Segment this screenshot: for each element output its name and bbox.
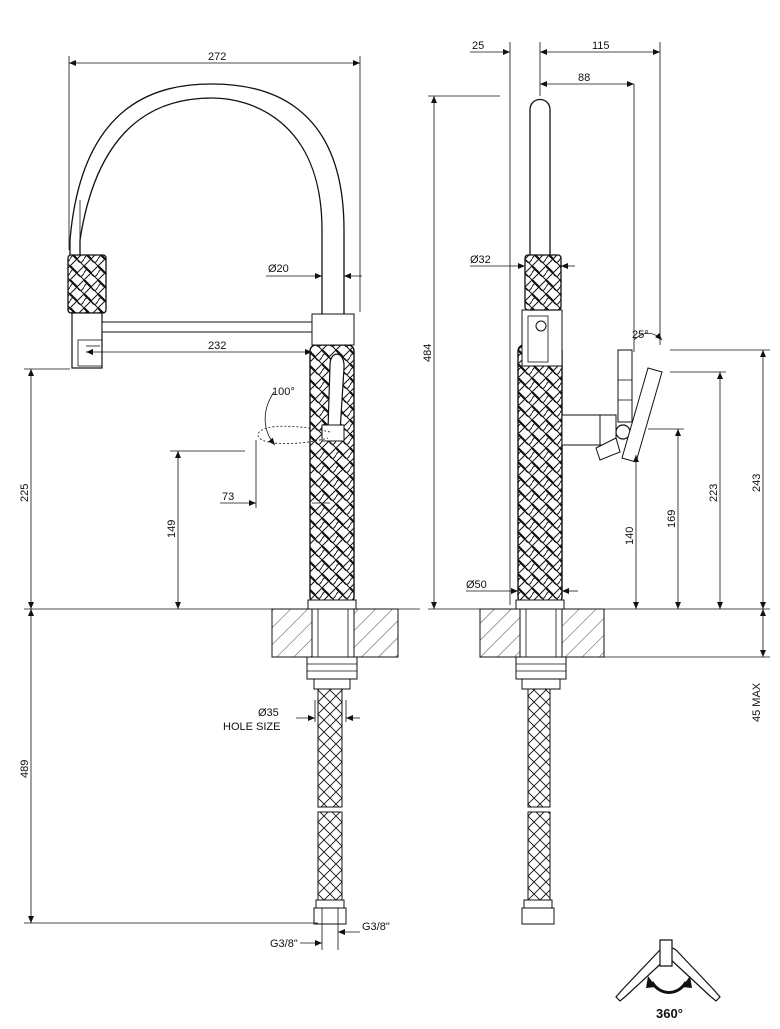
side-spout <box>529 98 551 255</box>
dim-hole-diameter: Ø35 <box>258 707 279 719</box>
dim-width: 272 <box>208 51 226 63</box>
rotation-label: 360° <box>656 1006 683 1021</box>
hole-size-label: HOLE SIZE <box>223 721 280 733</box>
front-view: 272 Ø20 232 100° 73 149 225 489 Ø35 <box>19 51 420 950</box>
front-top-collar <box>311 313 355 346</box>
dim-side-height: 484 <box>422 344 434 362</box>
front-base-nut <box>306 656 358 680</box>
front-hose <box>317 688 343 808</box>
dim-reach: 232 <box>208 340 226 352</box>
dim-h243: 243 <box>751 474 763 492</box>
rotation-spout-mark <box>659 939 673 967</box>
dim-hose-length: 489 <box>19 760 31 778</box>
front-spout-arc <box>79 97 323 314</box>
front-mixer-lever <box>327 353 345 433</box>
dim-h140: 140 <box>624 527 636 545</box>
side-sprayhead-grip <box>524 254 562 311</box>
front-sprayhead-grip <box>67 254 107 314</box>
side-lever <box>617 349 633 423</box>
front-sprayhead <box>71 312 103 369</box>
dim-lever-height: 149 <box>166 520 178 538</box>
dim-thread-left: G3/8" <box>270 938 298 950</box>
rotation-arrow-icon <box>650 981 688 994</box>
dim-h169: 169 <box>666 510 678 528</box>
front-lever-rotated-outline <box>257 425 331 444</box>
side-view: 25 115 88 484 Ø32 25° Ø50 140 169 223 <box>422 40 770 925</box>
dim-lever-angle: 100° <box>272 386 295 398</box>
dim-body-diameter: Ø50 <box>466 579 487 591</box>
side-hose <box>527 688 551 808</box>
dim-grip-diameter: Ø32 <box>470 254 491 266</box>
dim-side-spout-offset: 88 <box>578 72 590 84</box>
dim-spout-diameter: Ø20 <box>268 263 289 275</box>
dim-lever-tilt: 25° <box>632 329 649 341</box>
front-horizontal-pipe <box>101 321 313 333</box>
front-hose-fitting <box>313 907 347 925</box>
dim-outlet-height: 225 <box>19 484 31 502</box>
dim-side-offset: 25 <box>472 40 484 52</box>
dim-h223: 223 <box>708 484 720 502</box>
dim-side-depth: 115 <box>592 40 610 52</box>
dim-thread-right: G3/8" <box>362 921 390 933</box>
side-base-nut <box>515 656 567 680</box>
rotation-symbol: 360° <box>615 939 721 1021</box>
dim-deck-max: 45 MAX <box>751 682 763 722</box>
dim-lever-reach: 73 <box>222 491 234 503</box>
side-hose-fitting <box>521 907 555 925</box>
side-body-braided <box>517 344 563 604</box>
